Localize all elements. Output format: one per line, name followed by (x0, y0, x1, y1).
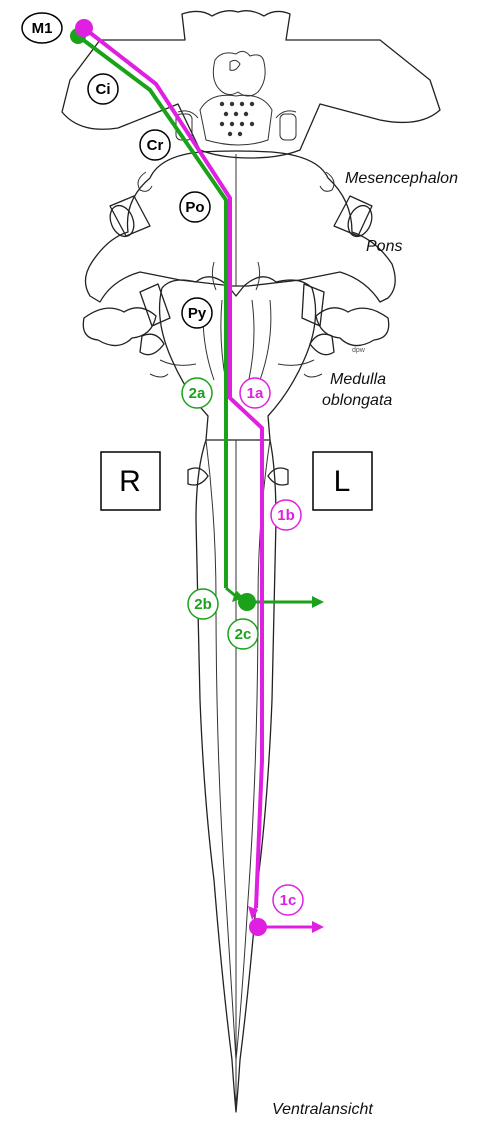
svg-text:R: R (119, 465, 141, 498)
label-py: Py (182, 298, 212, 328)
label-cr: Cr (140, 130, 170, 160)
label-2c: 2c (228, 619, 258, 649)
region-mesencephalon: Mesencephalon (345, 170, 458, 187)
region-view: Ventralansicht (272, 1101, 373, 1118)
svg-text:Ci: Ci (96, 81, 111, 98)
label-1b: 1b (271, 500, 301, 530)
side-box-left: L (313, 452, 372, 510)
svg-text:Po: Po (185, 199, 204, 216)
side-box-right: R (101, 452, 160, 510)
svg-text:Cr: Cr (147, 137, 164, 154)
svg-text:2c: 2c (235, 626, 252, 643)
label-1a: 1a (240, 378, 270, 408)
svg-text:L: L (334, 465, 351, 498)
label-2a: 2a (182, 378, 212, 408)
svg-text:2b: 2b (194, 596, 212, 613)
svg-text:1a: 1a (247, 385, 264, 402)
label-po: Po (180, 192, 210, 222)
svg-text:1b: 1b (277, 507, 295, 524)
region-medulla-line1: Medulla (330, 371, 386, 388)
label-ci: Ci (88, 74, 118, 104)
magenta-origin-dot (75, 19, 93, 37)
credit-text: dpw (352, 347, 366, 354)
region-pons: Pons (366, 238, 402, 255)
svg-text:Py: Py (188, 305, 207, 322)
label-2b: 2b (188, 589, 218, 619)
region-medulla-line2: oblongata (322, 392, 392, 409)
midbrain-dots (220, 102, 254, 136)
svg-text:2a: 2a (189, 385, 206, 402)
svg-text:1c: 1c (280, 892, 297, 909)
label-1c: 1c (273, 885, 303, 915)
svg-text:M1: M1 (32, 20, 53, 37)
label-m1: M1 (22, 13, 62, 43)
